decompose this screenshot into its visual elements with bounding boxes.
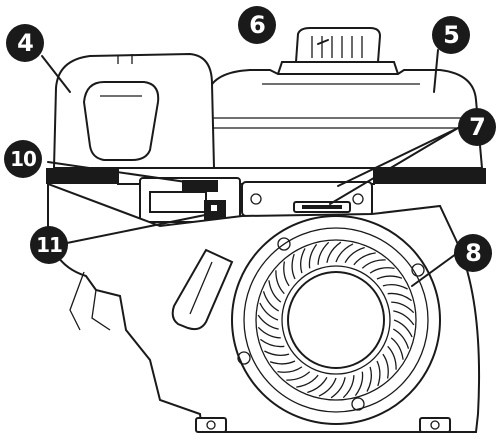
starter-rib	[335, 243, 354, 263]
starter-rib	[392, 328, 410, 349]
starter-rib	[376, 275, 403, 280]
starter-rib	[269, 360, 296, 365]
starter-rib	[326, 241, 342, 263]
starter-rib	[299, 248, 306, 274]
starter-rib	[393, 310, 415, 326]
callout-8: 8	[454, 234, 492, 272]
starter-rib	[286, 371, 311, 381]
starter-rib	[260, 338, 285, 348]
callout-6: 6	[238, 6, 276, 44]
callout-5: 5	[432, 16, 470, 54]
callout-4: 4	[6, 24, 44, 62]
starter-rib	[390, 337, 404, 360]
starter-rib	[376, 360, 381, 387]
callout-7: 7	[458, 108, 496, 146]
starter-rib	[342, 375, 355, 399]
starter-rib	[296, 374, 319, 388]
fuel-tank	[207, 69, 484, 169]
starter-rib	[366, 366, 373, 392]
starter-rib	[391, 301, 415, 314]
starter-rib	[262, 291, 280, 312]
starter-rib	[344, 246, 365, 264]
starter-rib	[307, 376, 328, 394]
starter-rib	[353, 252, 376, 266]
starter-rib	[387, 292, 412, 302]
starter-rib	[264, 350, 290, 357]
starter-rib	[277, 366, 303, 373]
recoil-starter	[231, 215, 441, 425]
callout-10: 10	[4, 140, 42, 178]
starter-rib	[317, 241, 330, 265]
starter-rib	[330, 377, 346, 399]
choke-panel	[241, 181, 373, 217]
starter-rib	[393, 319, 413, 338]
starter-rib	[354, 371, 364, 396]
starter-rib	[291, 253, 296, 280]
starter-rib	[308, 244, 318, 269]
starter-rib	[275, 270, 285, 295]
air-cleaner-cover	[52, 52, 216, 169]
callout-11: 11	[30, 226, 68, 264]
starter-rib	[361, 259, 386, 269]
leader-lines	[41, 39, 459, 287]
starter-rib	[257, 314, 279, 330]
starter-rib	[268, 280, 282, 303]
starter-rib	[259, 302, 279, 321]
starter-rib	[318, 377, 337, 397]
control-cluster	[139, 177, 241, 223]
starter-rib	[369, 267, 395, 274]
starter-rib	[257, 326, 281, 339]
starter-rib	[382, 283, 408, 290]
starter-handle	[171, 248, 234, 331]
starter-rib	[382, 353, 389, 379]
fuel-cap	[276, 27, 400, 75]
starter-rib	[387, 345, 397, 370]
starter-rib	[283, 261, 290, 287]
